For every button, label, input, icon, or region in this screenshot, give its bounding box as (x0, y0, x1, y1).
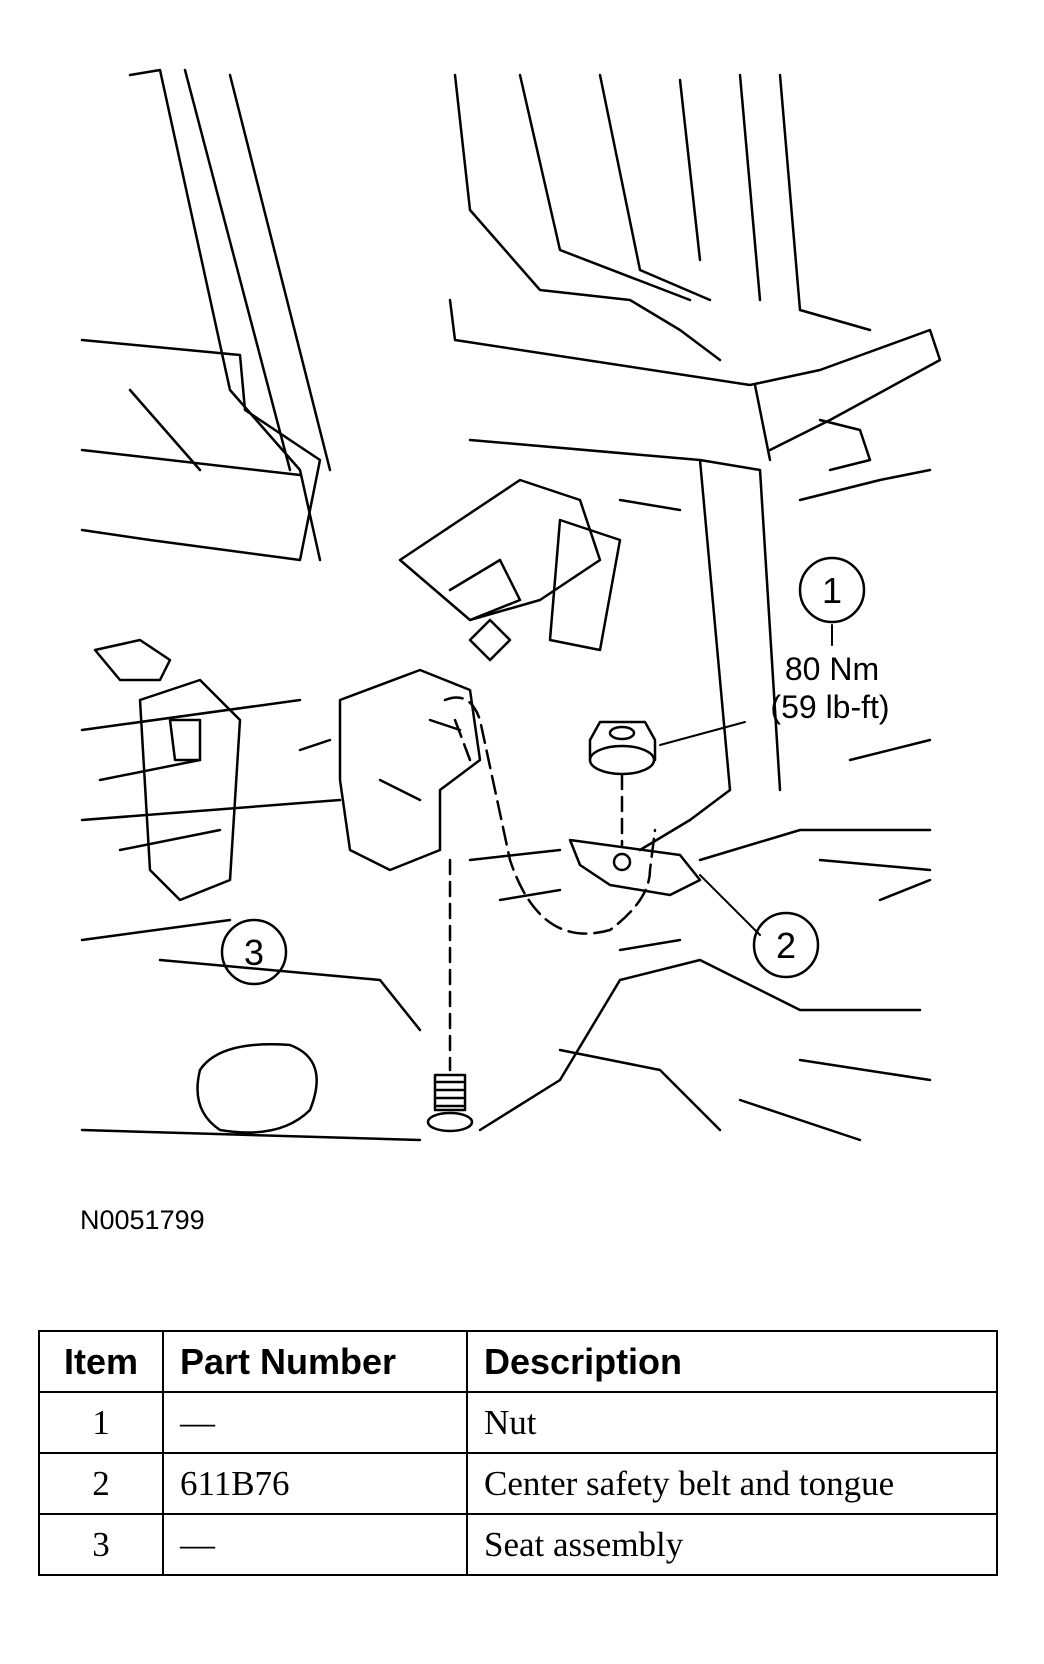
table-row: 1 — Nut (38, 1391, 998, 1454)
floor-ribs (98, 738, 682, 952)
seat-cushion-left (80, 338, 322, 562)
cell-part-number: — (162, 1513, 468, 1576)
callout-2-leader (699, 874, 761, 936)
table-header-row: Item Part Number Description (38, 1330, 998, 1393)
table-row: 2 611B76 Center safety belt and tongue (38, 1452, 998, 1515)
callout-1-circle (798, 556, 866, 624)
left-anchor-bracket (93, 638, 242, 902)
callout-1-nut-leader (659, 721, 746, 746)
cell-item: 3 (38, 1513, 164, 1576)
belt-loop (443, 696, 657, 935)
cell-part-number: — (162, 1391, 468, 1454)
cell-item: 1 (38, 1391, 164, 1454)
header-description: Description (466, 1330, 998, 1393)
center-bracket (468, 438, 782, 852)
callout-2-circle (752, 911, 820, 979)
callout-3-circle (220, 918, 288, 986)
cell-item: 2 (38, 1452, 164, 1515)
callout-1-number: 1 (822, 570, 842, 611)
torque-imperial-label: (59 lb-ft) (770, 689, 889, 725)
figure-id: N0051799 (80, 1205, 205, 1235)
seat-belt-installation-illustration: 1 2 3 80 Nm (59 lb-ft) (80, 68, 942, 1142)
cell-description: Seat assembly (466, 1513, 998, 1576)
cell-description: Nut (466, 1391, 998, 1454)
torque-metric-label: 80 Nm (785, 651, 879, 687)
seat-back-right (453, 73, 872, 362)
table-row: 3 — Seat assembly (38, 1513, 998, 1576)
cell-part-number: 611B76 (162, 1452, 468, 1515)
nut-part (588, 720, 657, 776)
callout-3-number: 3 (244, 932, 264, 973)
seat-lower-bracket (338, 668, 482, 872)
bolt-part (426, 1073, 474, 1133)
seat-frame-right (448, 298, 942, 472)
belt-anchor-tab (568, 838, 702, 897)
cell-description: Center safety belt and tongue (466, 1452, 998, 1515)
callout-2-number: 2 (776, 925, 796, 966)
header-part-number: Part Number (162, 1330, 468, 1393)
header-item: Item (38, 1330, 164, 1393)
parts-table: Item Part Number Description 1 — Nut 2 6… (38, 1330, 998, 1576)
floor-pan (80, 468, 932, 1142)
seat-back-left (128, 68, 332, 562)
latch-mechanism (398, 478, 602, 662)
